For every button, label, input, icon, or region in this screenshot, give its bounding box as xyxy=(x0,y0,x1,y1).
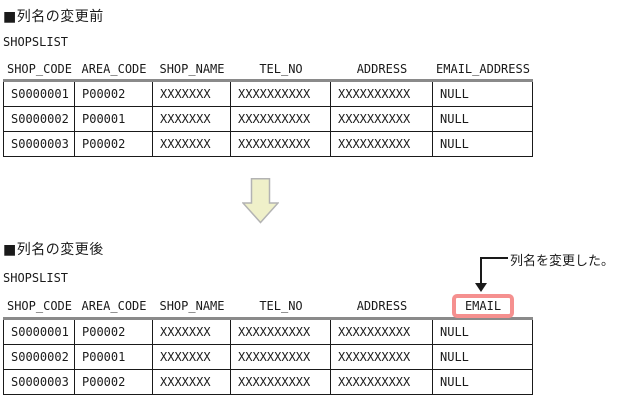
table-cell: XXXXXXXXXX xyxy=(230,106,331,132)
table-row: S0000003 P00002 XXXXXXX XXXXXXXXXX XXXXX… xyxy=(3,369,533,395)
table-name-before: SHOPSLIST xyxy=(3,35,69,49)
table-cell: S0000003 xyxy=(3,131,75,157)
column-header-email-address: EMAIL_ADDRESS xyxy=(436,62,530,76)
table-cell: XXXXXXX xyxy=(152,318,231,345)
column-headers-before: SHOP_CODE AREA_CODE SHOP_NAME TEL_NO ADD… xyxy=(4,60,533,78)
table-row: S0000001 P00002 XXXXXXX XXXXXXXXXX XXXXX… xyxy=(3,318,533,345)
table-cell: XXXXXXXXXX xyxy=(330,369,433,395)
table-before: S0000001 P00002 XXXXXXX XXXXXXXXXX XXXXX… xyxy=(3,79,533,157)
column-header-area-code: AREA_CODE xyxy=(81,62,147,76)
table-cell: XXXXXXXXXX xyxy=(330,80,433,107)
table-cell: S0000002 xyxy=(3,344,75,370)
column-header-shop-name: SHOP_NAME xyxy=(159,299,225,313)
column-header-address: ADDRESS xyxy=(356,62,408,76)
table-cell: XXXXXXXXXX xyxy=(230,318,331,345)
table-cell: P00002 xyxy=(74,131,153,157)
table-cell: XXXXXXXXXX xyxy=(330,131,433,157)
table-cell: XXXXXXXXXX xyxy=(230,369,331,395)
table-cell: S0000001 xyxy=(3,318,75,345)
table-cell: XXXXXXXXXX xyxy=(230,131,331,157)
table-cell: NULL xyxy=(432,344,533,370)
table-cell: P00001 xyxy=(74,106,153,132)
table-cell: XXXXXXXXXX xyxy=(330,344,433,370)
callout-text: 列名を変更した。 xyxy=(510,254,615,269)
table-row: S0000003 P00002 XXXXXXX XXXXXXXXXX XXXXX… xyxy=(3,131,533,157)
column-header-shop-code: SHOP_CODE xyxy=(6,299,73,313)
table-cell: S0000002 xyxy=(3,106,75,132)
table-row: S0000002 P00001 XXXXXXX XXXXXXXXXX XXXXX… xyxy=(3,344,533,370)
callout-arrowhead-icon xyxy=(475,283,487,292)
section-title-before: ■列名の変更前 xyxy=(3,9,104,25)
column-header-shop-code: SHOP_CODE xyxy=(6,62,73,76)
table-cell: XXXXXXX xyxy=(152,80,231,107)
table-cell: NULL xyxy=(432,106,533,132)
table-cell: S0000001 xyxy=(3,80,75,107)
down-arrow-icon xyxy=(241,178,280,224)
table-after: S0000001 P00002 XXXXXXX XXXXXXXXXX XXXXX… xyxy=(3,317,533,395)
table-cell: XXXXXXXXXX xyxy=(330,106,433,132)
table-cell: NULL xyxy=(432,318,533,345)
table-cell: XXXXXXX xyxy=(152,106,231,132)
table-cell: XXXXXXXXXX xyxy=(330,318,433,345)
table-cell: NULL xyxy=(432,369,533,395)
table-cell: P00001 xyxy=(74,344,153,370)
table-cell: XXXXXXXXXX xyxy=(230,80,331,107)
table-cell: S0000003 xyxy=(3,369,75,395)
table-row: S0000002 P00001 XXXXXXX XXXXXXXXXX XXXXX… xyxy=(3,106,533,132)
renamed-column-highlight: EMAIL xyxy=(451,294,515,318)
table-row: S0000001 P00002 XXXXXXX XXXXXXXXXX XXXXX… xyxy=(3,80,533,107)
callout-line-vertical xyxy=(480,257,482,284)
column-header-email: EMAIL xyxy=(433,294,533,318)
section-title-after: ■列名の変更後 xyxy=(3,242,104,258)
table-cell: XXXXXXX xyxy=(152,131,231,157)
table-cell: XXXXXXXXXX xyxy=(230,344,331,370)
table-name-after: SHOPSLIST xyxy=(3,271,69,285)
column-header-shop-name: SHOP_NAME xyxy=(159,62,225,76)
table-cell: P00002 xyxy=(74,80,153,107)
table-cell: XXXXXXX xyxy=(152,344,231,370)
table-cell: P00002 xyxy=(74,369,153,395)
table-cell: NULL xyxy=(432,80,533,107)
column-header-tel-no: TEL_NO xyxy=(259,62,303,76)
column-headers-after: SHOP_CODE AREA_CODE SHOP_NAME TEL_NO ADD… xyxy=(4,294,533,318)
column-header-tel-no: TEL_NO xyxy=(259,299,303,313)
table-cell: XXXXXXX xyxy=(152,369,231,395)
callout-line-horizontal xyxy=(480,257,508,259)
column-header-area-code: AREA_CODE xyxy=(81,299,147,313)
table-cell: NULL xyxy=(432,131,533,157)
column-header-address: ADDRESS xyxy=(356,299,408,313)
table-cell: P00002 xyxy=(74,318,153,345)
